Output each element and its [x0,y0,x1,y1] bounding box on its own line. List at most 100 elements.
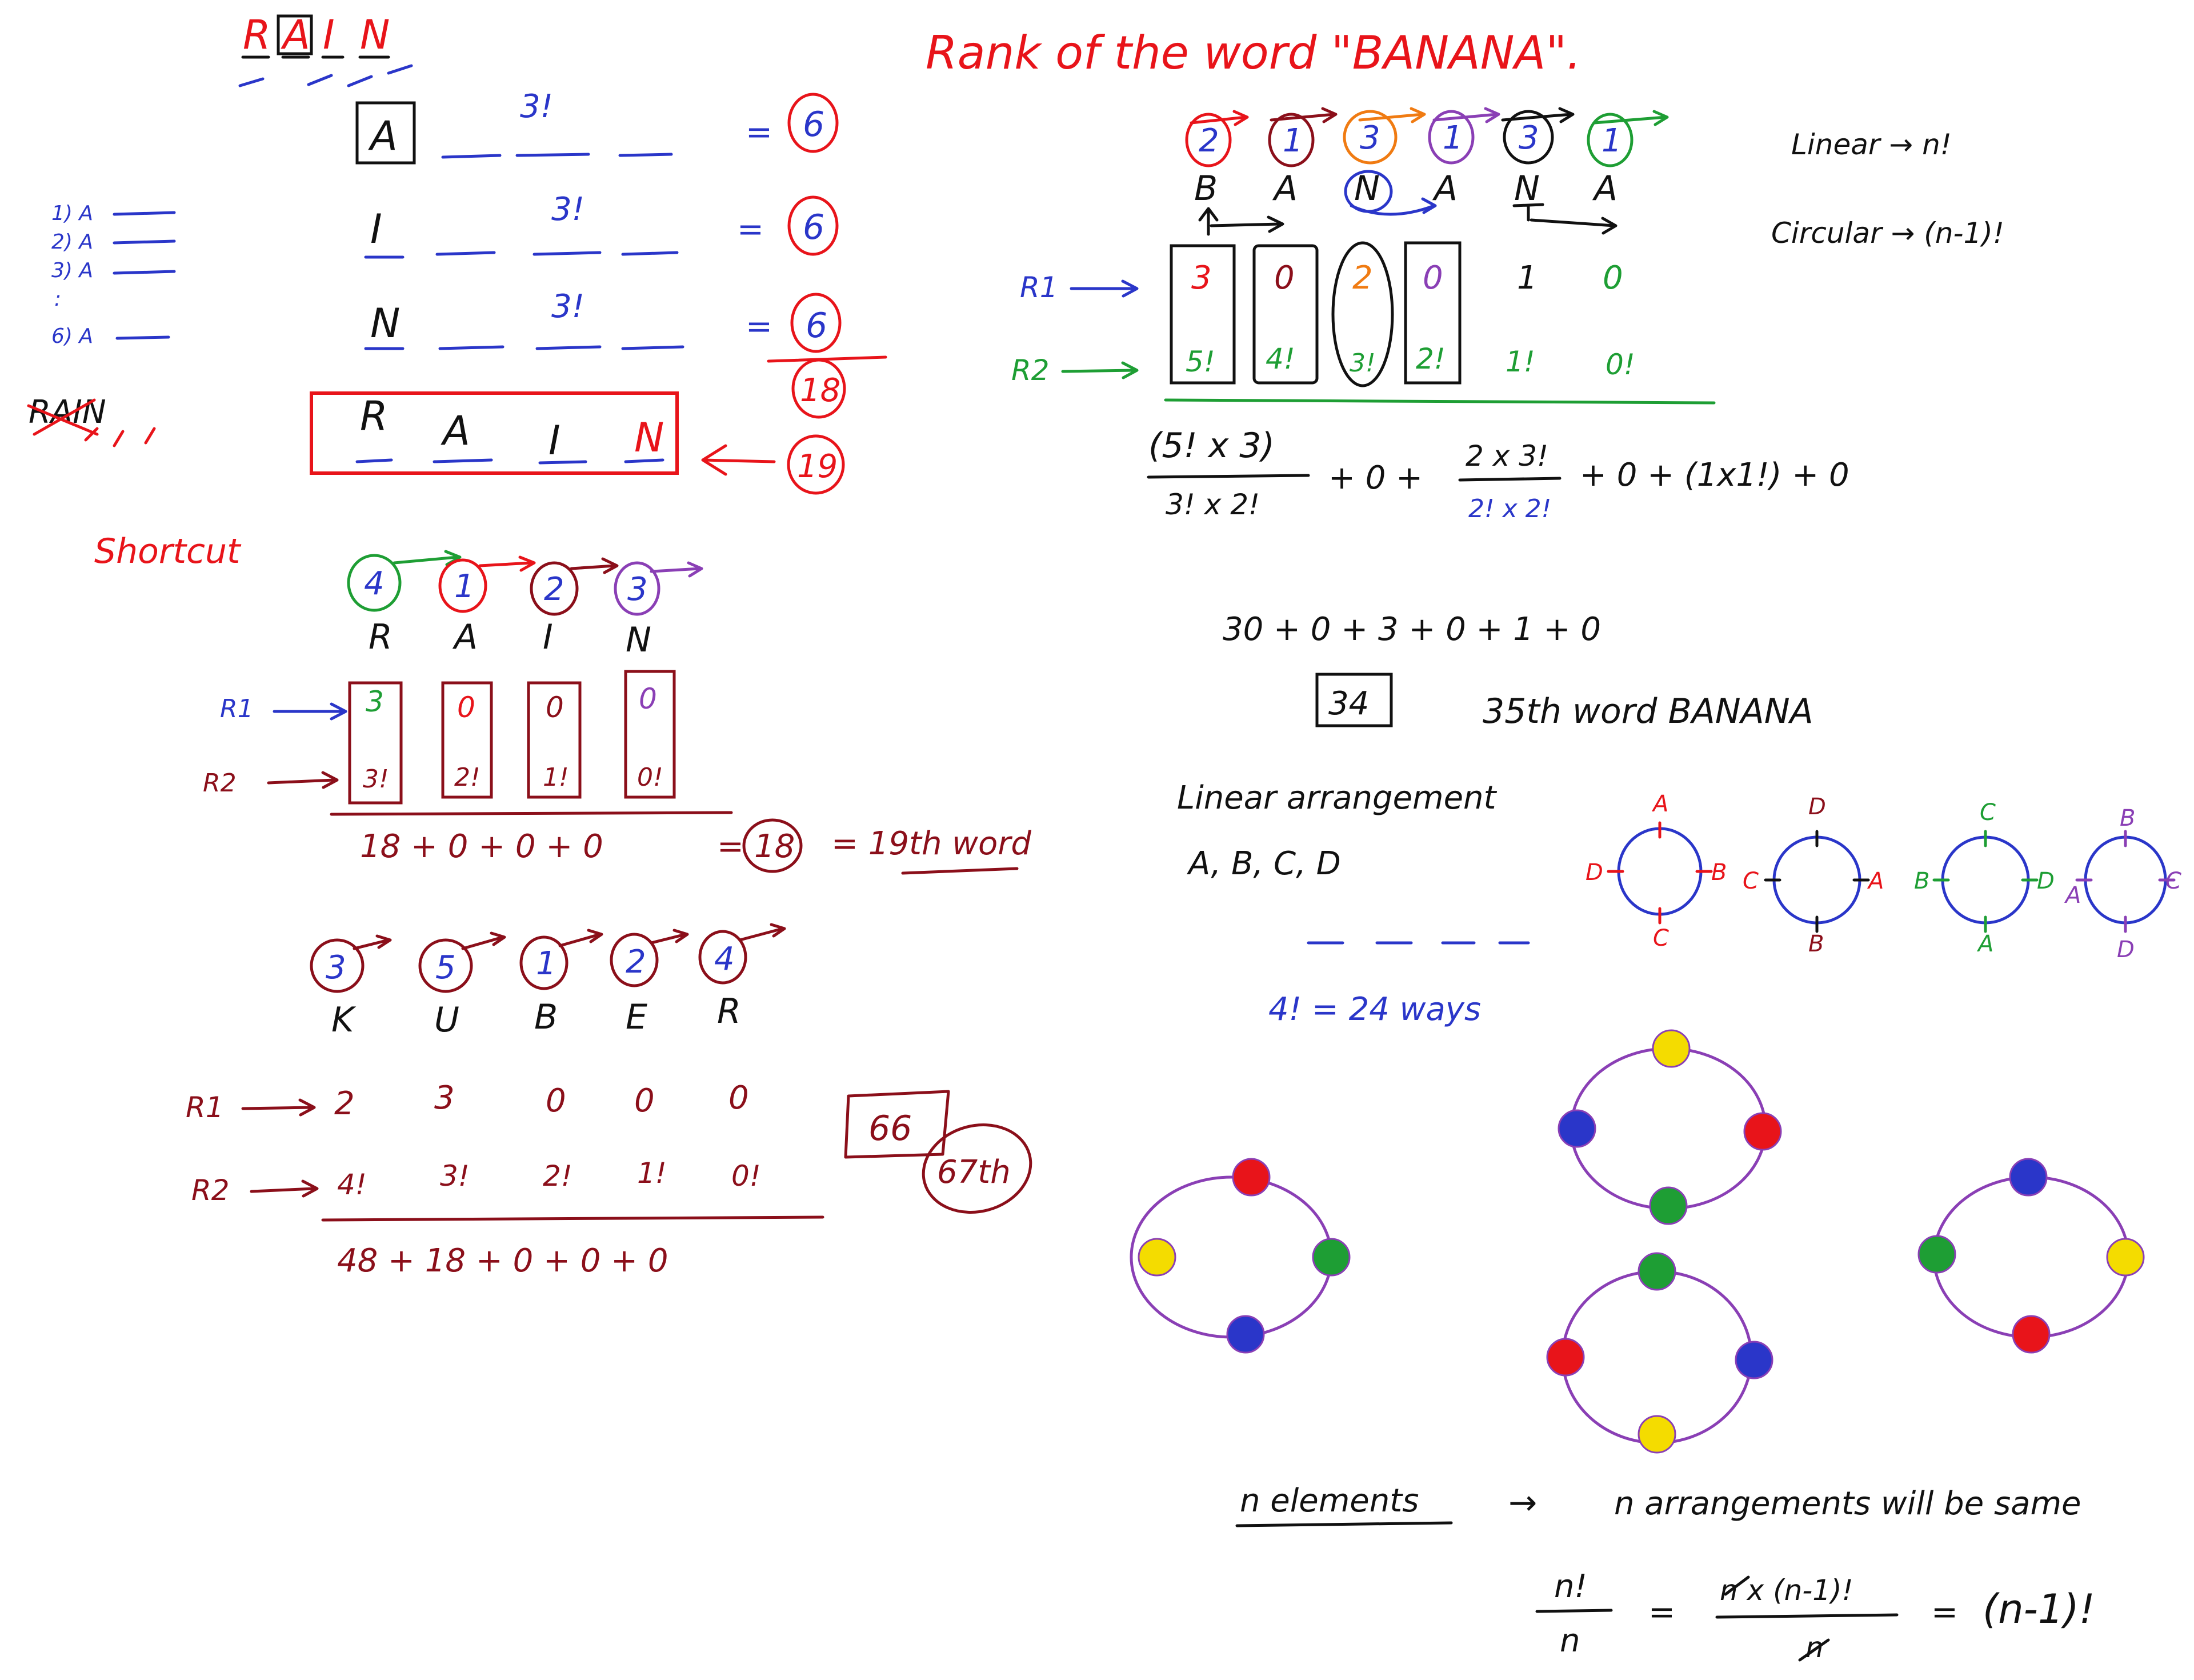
bead-red [1743,1112,1782,1151]
boxed-value: 34 [1328,685,1369,722]
bead-red [2012,1315,2051,1354]
letter-4: R [717,991,741,1031]
letter-3: E [626,997,647,1037]
target-letter-r: R [360,393,388,439]
label-right: A [1867,868,1884,894]
bead-yellow [1652,1029,1691,1068]
bead-red [1232,1158,1271,1197]
label-left: B [1914,868,1929,894]
shortcut-label: Shortcut [94,531,242,571]
row-equals: = [746,114,772,151]
r2-1: 4! [1266,342,1295,375]
r1-3: 0 [639,682,657,715]
r2-label: R2 [1011,354,1050,387]
r2-4: 1! [1506,345,1535,378]
bead-blue [1558,1109,1596,1148]
circle-arrangement-3: C D A B [1914,799,2055,957]
final-rank: 35th word BANANA [1483,691,1813,731]
bead-blue [2009,1158,2048,1197]
r2-1: 2! [454,763,481,792]
letter-5: A [1592,169,1618,209]
banana-formula: (5! x 3) 3! x 2! + 0 + 2 x 3! 2! x 2! + … [1147,426,1849,523]
circular-formula: Circular → (n-1)! [1771,217,2004,250]
r2-0: 5! [1186,345,1215,378]
r2-2: 3! [1350,349,1376,378]
circled-0: 4 [364,565,385,602]
r1-2: 0 [546,1082,566,1119]
svg-text:=: = [717,828,744,865]
sum-circle [791,358,846,419]
bead-yellow [1138,1238,1176,1277]
linear-arrangement: Linear arrangement A, B, C, D 4! = 24 wa… [1177,779,1530,1028]
banana-result: 30 + 0 + 3 + 0 + 1 + 0 34 35th word BANA… [1223,611,1813,731]
r2-3: 0! [637,763,663,792]
r1-3: 0 [1423,259,1443,297]
label-right: C [2165,868,2181,894]
frac1-den: 3! x 2! [1166,488,1260,521]
r2-0: 4! [337,1168,367,1201]
target-letter-i: I [548,417,560,464]
bead-yellow [2106,1238,2145,1277]
circled-3: 1 [1443,119,1463,157]
bead-yellow [1638,1415,1676,1454]
kuber-rank: 67th [937,1154,1011,1191]
target-box [310,391,679,475]
plus-a: + 0 + [1328,459,1423,497]
r1-label: R1 [220,694,254,723]
n-arrangements: n arrangements will be same [1614,1485,2081,1522]
rain-title: R A I N [238,11,413,87]
label-bottom: C [1653,925,1669,951]
r1-0: 2 [334,1085,355,1122]
rain-row-i: I 3! = 6 [364,191,839,259]
row-lead: N [370,300,400,347]
label-bottom: D [2117,937,2135,963]
r2-1: 3! [440,1159,470,1193]
side-item-1: 1) A [51,202,93,225]
r1-label: R1 [1020,271,1058,304]
r2-2: 2! [543,1159,572,1193]
linear-formula: Linear → n! [1791,128,1952,161]
shortcut-rain: 4 1 2 3 R A I N R1 R2 3 0 0 0 3! 2! 1! 0… [203,550,1031,875]
r1-0: 3 [366,685,384,718]
frac1-num: (5! x 3) [1148,426,1275,466]
label-right: D [2037,868,2055,894]
circled-1: 1 [1283,122,1303,159]
r1-2: 0 [546,691,564,724]
rain-sum: 18 [791,358,846,419]
label-top: C [1980,799,1996,826]
title-letter-a: A [281,11,310,58]
circled-4: 3 [1519,119,1539,157]
banana-title: Rank of the word "BANANA". [926,26,1582,79]
row-result: 6 [806,306,827,346]
sum-line: 48 + 18 + 0 + 0 + 0 [337,1242,668,1279]
n-elements: n elements [1240,1482,1419,1519]
circled-0: 2 [1199,122,1219,159]
formulas: Linear → n! Circular → (n-1)! [1771,128,2004,250]
label-bottom: A [1976,931,1993,957]
r1-5: 0 [1603,259,1623,297]
sum-boxed: 66 [868,1109,912,1149]
banana-table: R1 R2 3 0 2 0 1 0 5! 4! 3! 2! 1! 0! [1011,241,1716,405]
banana-ranks: 2 1 3 1 3 1 [1185,107,1669,167]
mid-num: n x (n-1)! [1720,1574,1853,1607]
rain-row-n: N 3! = 6 [364,288,887,363]
circled-3: 3 [627,571,648,608]
r2-2: 1! [543,763,569,792]
row-fact: 3! [551,191,584,228]
r2-4: 0! [731,1159,761,1193]
r1-4: 0 [728,1079,749,1117]
result-circle [787,195,839,256]
bead-blue [1226,1315,1265,1354]
word-rank: = 19th word [831,825,1031,862]
bead-ring-2 [1558,1029,1782,1225]
formula-tail: + 0 + (1x1!) + 0 [1580,457,1849,494]
r1-1: 3 [434,1079,455,1117]
rank-circle [787,434,845,495]
bead-green [1638,1252,1676,1291]
side-item-3: 3) A [51,259,93,282]
letter-2: B [534,997,558,1037]
rain-target-word: R A I N 19 [310,391,845,495]
frac2-den: 2! x 2! [1468,494,1551,523]
r2-5: 0! [1606,348,1635,381]
rain-row-a: A 3! = 6 [355,88,839,165]
